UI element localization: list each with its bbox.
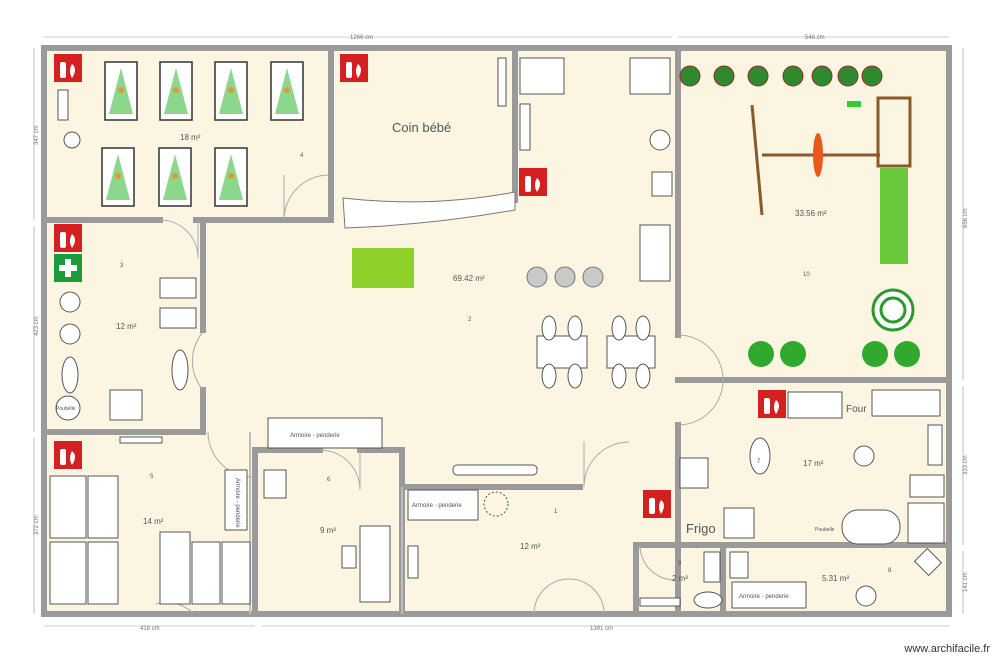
wardrobe-label: Armoire - penderie <box>412 503 462 509</box>
fire-extinguisher-icon <box>340 54 368 82</box>
marker-10: 10 <box>803 272 810 278</box>
watermark: www.archifacile.fr <box>904 643 990 655</box>
sanitary-fixtures <box>55 89 197 444</box>
first-aid-icon <box>54 254 82 282</box>
dimension-lines <box>33 36 964 627</box>
fixture-labels: Armoire - penderie Armoire - penderie Ar… <box>56 404 867 600</box>
dimension-left-3: 372 cm <box>34 515 40 535</box>
parasol-icon <box>871 288 915 332</box>
marker-8: 8 <box>888 568 892 574</box>
baby-corner-counter <box>342 191 516 229</box>
marker-5: 5 <box>150 474 154 480</box>
fire-extinguisher-icon <box>54 441 82 469</box>
beds <box>49 469 251 605</box>
fridge-label: Frigo <box>686 521 716 536</box>
fire-extinguisher-icon <box>54 54 82 82</box>
trash-label: Poubelle <box>815 527 835 533</box>
trash-label: Poubelle <box>56 406 76 412</box>
marker-4: 4 <box>300 153 304 159</box>
crib-icon <box>214 61 248 121</box>
oven-label: Four <box>846 404 867 415</box>
dimension-left-1: 347 cm <box>34 125 40 145</box>
kitchen-fixtures <box>679 389 945 545</box>
marker-1: 1 <box>554 509 558 515</box>
dimension-right-1: 656 cm <box>963 208 969 228</box>
room-area-entree: 12 m² <box>520 542 541 551</box>
crib-icon <box>270 61 304 121</box>
green-bench <box>847 101 861 107</box>
room-area-jardin: 33.56 m² <box>795 209 827 218</box>
marker-7: 7 <box>757 459 761 465</box>
dimension-texts: 1266 cm 546 cm 418 cm 1391 cm 347 cm 423… <box>34 35 969 632</box>
marker-6: 6 <box>327 477 331 483</box>
dimension-top-main: 1266 cm <box>350 35 373 41</box>
fire-extinguisher-icon <box>54 224 82 252</box>
crib-icon <box>101 147 135 207</box>
fire-extinguisher-icon <box>643 490 671 518</box>
green-play-mat <box>352 248 414 288</box>
tables <box>536 315 656 389</box>
crib-icon <box>104 61 138 121</box>
crib-icon <box>158 147 192 207</box>
wardrobe-label: Armoire - penderie <box>290 433 340 439</box>
doors <box>155 174 724 615</box>
seesaw <box>813 133 823 177</box>
bushes <box>748 341 920 367</box>
room-area-sanitaires: 12 m² <box>116 322 137 331</box>
office-furniture <box>263 469 391 603</box>
main-fixtures <box>267 57 673 476</box>
fire-extinguisher-icon <box>519 168 547 196</box>
entry-fixtures <box>407 489 509 579</box>
cribs <box>101 61 304 207</box>
wardrobe-label: Armoire - penderie <box>234 478 240 528</box>
marker-9: 9 <box>678 561 682 567</box>
room-area-dortoir: 18 m² <box>180 133 201 142</box>
wardrobe-label: Armoire - penderie <box>739 594 789 600</box>
room-area-bureau: 9 m² <box>320 526 336 535</box>
crib-icon <box>214 147 248 207</box>
room-area-wc: 2 m² <box>672 574 688 583</box>
room-area-principal: 69.42 m² <box>453 274 485 283</box>
walls <box>41 45 952 617</box>
dimension-bottom-left: 418 cm <box>140 626 160 632</box>
crib-icon <box>159 61 193 121</box>
high-chairs <box>526 266 604 288</box>
dimension-right-3: 141 cm <box>963 572 969 592</box>
fire-extinguisher-icon <box>758 390 786 418</box>
fire-extinguisher-signs <box>54 54 786 518</box>
position-markers: 1 2 3 4 5 6 7 8 9 10 <box>120 153 892 574</box>
dimension-right-2: 333 cm <box>963 455 969 475</box>
room-labels: 18 m² Coin bébé 69.42 m² 33.56 m² 12 m² … <box>116 120 849 583</box>
marker-2: 2 <box>468 317 472 323</box>
dimension-top-right: 546 cm <box>805 35 825 41</box>
wc-stock-fixtures <box>639 547 943 609</box>
dimension-left-2: 423 cm <box>34 316 40 336</box>
dimension-bottom-right: 1391 cm <box>590 626 613 632</box>
room-area-chambre: 14 m² <box>143 517 164 526</box>
room-name-bebe: Coin bébé <box>392 120 451 135</box>
marker-3: 3 <box>120 263 124 269</box>
slide <box>880 168 908 264</box>
garden-trees <box>679 65 883 87</box>
room-area-cuisine: 17 m² <box>803 459 824 468</box>
room-area-stock: 5.31 m² <box>822 574 849 583</box>
